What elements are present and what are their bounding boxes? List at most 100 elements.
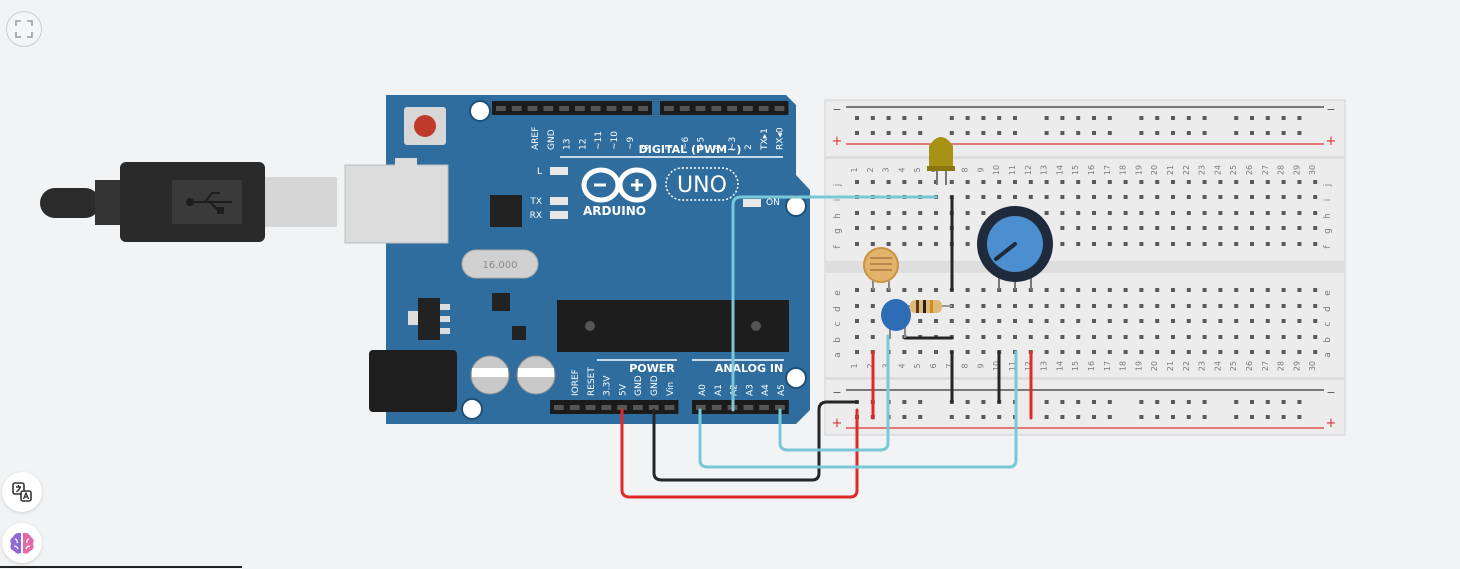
- column-label: 3: [882, 363, 891, 368]
- column-label: 9: [976, 167, 985, 172]
- column-label: 10: [992, 361, 1001, 371]
- usb-icon: [186, 192, 232, 214]
- reset-button[interactable]: [404, 107, 446, 145]
- column-label: 20: [1150, 361, 1159, 371]
- column-label: 9: [976, 363, 985, 368]
- column-label: 23: [1198, 361, 1207, 371]
- column-label: 13: [1040, 361, 1049, 371]
- on-label: ON: [766, 198, 780, 208]
- pin-label: A4: [761, 384, 771, 396]
- column-label: 1: [850, 167, 859, 172]
- fullscreen-button[interactable]: [6, 11, 42, 47]
- led-label: TX: [529, 197, 542, 207]
- model-label: UNO: [677, 173, 727, 198]
- column-label: 2: [866, 363, 875, 368]
- crystal-label: 16.000: [483, 260, 518, 271]
- digital-header-label: DIGITAL (PWM~): [639, 143, 742, 156]
- row-label: i: [833, 199, 843, 202]
- potentiometer[interactable]: [977, 206, 1053, 290]
- column-label: 15: [1071, 165, 1080, 175]
- column-label: 1: [850, 363, 859, 368]
- rail-plus-label: +: [832, 134, 843, 149]
- column-label: 28: [1277, 165, 1286, 175]
- column-label: 21: [1166, 361, 1175, 371]
- breadboard[interactable]: − − + + − − + + 112233445566778899101011…: [824, 99, 1346, 436]
- column-label: 30: [1308, 361, 1317, 371]
- column-label: 14: [1055, 361, 1064, 371]
- pin-label: 3.3V: [603, 375, 613, 396]
- column-label: 11: [1008, 165, 1017, 175]
- column-label: 24: [1213, 165, 1222, 175]
- column-label: 5: [913, 363, 922, 368]
- column-label: 22: [1182, 361, 1191, 371]
- pin-label: Vin: [666, 382, 676, 396]
- pin-label: ~10: [610, 131, 620, 150]
- crystal-oscillator: [461, 249, 539, 279]
- column-label: 26: [1245, 361, 1254, 371]
- rail-plus-label: +: [832, 416, 843, 431]
- row-label: g: [1323, 228, 1333, 234]
- row-label: c: [1323, 321, 1333, 326]
- wire-cyan-a2: [731, 195, 938, 412]
- column-label: 2: [866, 167, 875, 172]
- wire-black: [652, 400, 859, 482]
- pin-label: A2: [730, 384, 740, 396]
- column-label: 29: [1292, 165, 1301, 175]
- fullscreen-icon: [15, 20, 33, 38]
- analog-header-label: ANALOG IN: [715, 362, 783, 375]
- pin-label: RX◂0: [776, 127, 786, 150]
- column-label: 10: [992, 165, 1001, 175]
- digital-header-left[interactable]: [492, 101, 652, 115]
- pin-label: ~9: [626, 136, 636, 150]
- row-label: h: [1323, 213, 1333, 219]
- column-label: 25: [1229, 165, 1238, 175]
- column-label: 24: [1213, 361, 1222, 371]
- rail-minus-label: −: [832, 386, 841, 399]
- row-label: a: [1323, 352, 1333, 358]
- pin-label: A0: [698, 384, 708, 396]
- photoresistor[interactable]: [863, 247, 899, 290]
- wire-cyan-a5: [778, 334, 890, 452]
- atmega-chip: [557, 300, 789, 352]
- analog-header[interactable]: [692, 400, 789, 414]
- arduino-uno-board[interactable]: L TX RX ON ARDUINO UNO 16.000 DIGITAL (P…: [344, 95, 810, 424]
- column-label: 28: [1277, 361, 1286, 371]
- row-label: i: [1323, 199, 1333, 202]
- wire-red: [620, 408, 859, 499]
- digital-header-right[interactable]: [660, 101, 789, 115]
- usb-port: [344, 164, 449, 244]
- pin-label: TX▸1: [760, 128, 770, 151]
- brand-label: ARDUINO: [583, 204, 646, 218]
- column-label: 30: [1308, 165, 1317, 175]
- pin-label: A3: [745, 384, 755, 396]
- column-label: 16: [1087, 361, 1096, 371]
- pin-label: 12: [578, 139, 588, 150]
- pin-label: GND: [547, 129, 557, 150]
- pin-label: AREF: [531, 127, 541, 150]
- column-label: 22: [1182, 165, 1191, 175]
- led-yellow[interactable]: [927, 137, 955, 185]
- row-label: b: [833, 337, 843, 343]
- column-label: 18: [1119, 361, 1128, 371]
- row-label: c: [833, 321, 843, 326]
- column-label: 17: [1103, 165, 1112, 175]
- row-label: h: [833, 213, 843, 219]
- usb-cable[interactable]: [40, 162, 337, 242]
- wires[interactable]: [620, 195, 1033, 499]
- pin-label: 8: [642, 144, 652, 150]
- power-header[interactable]: [550, 400, 679, 414]
- power-header-label: POWER: [629, 362, 675, 375]
- brain-button[interactable]: [2, 523, 42, 563]
- pin-label: 4: [712, 144, 722, 150]
- pin-label: GND: [634, 375, 644, 396]
- column-label: 19: [1134, 361, 1143, 371]
- pin-label: A1: [714, 384, 724, 396]
- column-label: 16: [1087, 165, 1096, 175]
- column-label: 4: [897, 363, 906, 368]
- translate-button[interactable]: [2, 472, 42, 512]
- row-label: b: [1323, 337, 1333, 343]
- capacitor[interactable]: [881, 299, 911, 338]
- column-label: 20: [1150, 165, 1159, 175]
- rail-minus-label: −: [1326, 103, 1335, 116]
